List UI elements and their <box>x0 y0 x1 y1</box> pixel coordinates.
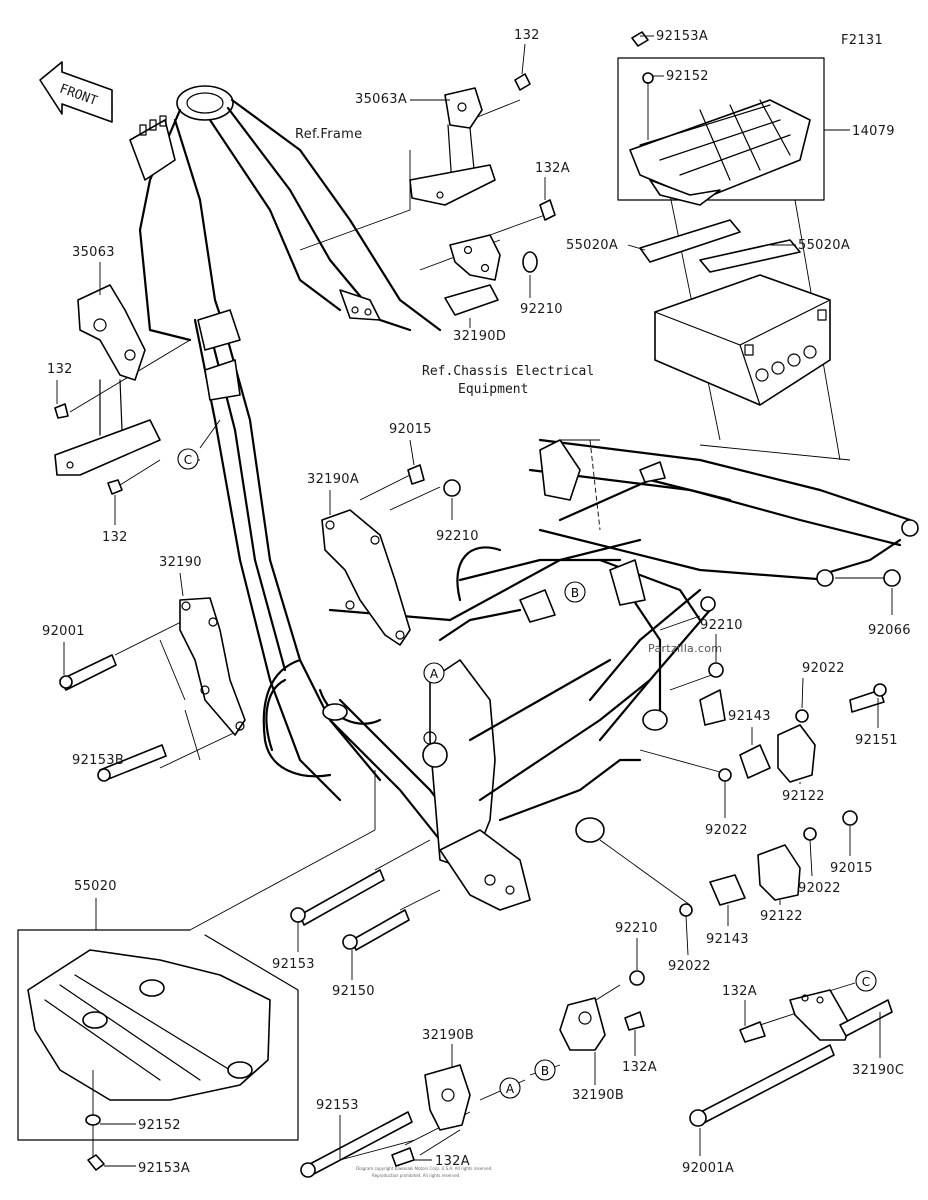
watermark: Partzilla.com <box>648 642 722 655</box>
callout-b-bot: B <box>541 1064 549 1078</box>
label-132A-mid: 132A <box>722 984 757 999</box>
label-leaders <box>56 35 893 1167</box>
label-92153-a: 92153 <box>272 957 315 972</box>
label-92153A-bot: 92153A <box>138 1161 190 1176</box>
part-labels: F2131 Ref.Frame Ref.Chassis Electrical E… <box>42 28 911 1178</box>
label-92122-b: 92122 <box>760 909 803 924</box>
callout-b-mid: B <box>571 586 579 600</box>
label-32190A: 32190A <box>307 472 359 487</box>
label-92153B: 92153B <box>72 753 124 768</box>
bracket-32190A <box>321 464 461 646</box>
bracket-32190C <box>789 989 893 1041</box>
bracket-35063 <box>54 284 161 495</box>
callouts: C B A C B A <box>177 448 877 1099</box>
label-92210-b: 92210 <box>436 529 479 544</box>
label-92122-a: 92122 <box>782 789 825 804</box>
skid-plate-group <box>17 929 299 1171</box>
callout-a-bot: A <box>506 1082 515 1096</box>
label-92151: 92151 <box>855 733 898 748</box>
label-92022-b: 92022 <box>705 823 748 838</box>
callout-a-mid: A <box>430 667 439 681</box>
label-92150: 92150 <box>332 984 375 999</box>
label-92015-a: 92015 <box>389 422 432 437</box>
label-92022-a: 92022 <box>802 661 845 676</box>
label-55020A-right: 55020A <box>798 238 850 253</box>
label-55020A-left: 55020A <box>566 238 618 253</box>
label-92015-b: 92015 <box>830 861 873 876</box>
label-132-left: 132 <box>47 362 73 377</box>
label-132A-top: 132A <box>535 161 570 176</box>
label-92152-top: 92152 <box>666 69 709 84</box>
battery <box>654 274 831 406</box>
bracket-32190B <box>424 997 606 1131</box>
diagram-code: F2131 <box>841 33 883 48</box>
label-92022-d: 92022 <box>668 959 711 974</box>
label-92066: 92066 <box>868 623 911 638</box>
label-32190B-bot: 32190B <box>572 1088 624 1103</box>
label-92001: 92001 <box>42 624 85 639</box>
label-55020: 55020 <box>74 879 117 894</box>
bracket-35063A <box>409 73 531 206</box>
bushings-right <box>679 569 901 917</box>
callout-c-right: C <box>862 975 870 989</box>
label-35063A: 35063A <box>355 92 407 107</box>
copyright-line2: Reproduction prohibited. All rights rese… <box>372 1173 461 1178</box>
label-132-top: 132 <box>514 28 540 43</box>
label-32190C: 32190C <box>852 1063 904 1078</box>
label-14079: 14079 <box>852 124 895 139</box>
label-92153A-top: 92153A <box>656 29 708 44</box>
label-92210-d: 92210 <box>615 921 658 936</box>
copyright-line1: Diagram copyright Kawasaki Motors Corp. … <box>356 1166 493 1171</box>
label-32190D: 32190D <box>453 329 506 344</box>
label-32190B-top: 32190B <box>422 1028 474 1043</box>
label-92001A: 92001A <box>682 1161 734 1176</box>
label-92143-a: 92143 <box>728 709 771 724</box>
bracket-32190D <box>444 199 556 316</box>
label-35063: 35063 <box>72 245 115 260</box>
label-92022-c: 92022 <box>798 881 841 896</box>
battery-tray-group <box>617 31 825 206</box>
label-92152-bot: 92152 <box>138 1118 181 1133</box>
label-92153-b: 92153 <box>316 1098 359 1113</box>
bracket-32190 <box>59 597 246 782</box>
ref-chassis-line1: Ref.Chassis Electrical <box>422 364 594 379</box>
battery-pads <box>639 219 801 273</box>
label-132A-low: 132A <box>622 1060 657 1075</box>
label-92143-b: 92143 <box>706 932 749 947</box>
callout-c-left: C <box>184 453 192 467</box>
label-92210-c: 92210 <box>700 618 743 633</box>
ref-chassis-line2: Equipment <box>458 382 528 397</box>
bolts-bottom <box>290 869 835 1178</box>
label-132A-bot: 132A <box>435 1154 470 1169</box>
label-32190: 32190 <box>159 555 202 570</box>
main-frame <box>129 85 919 911</box>
front-arrow: FRONT <box>39 61 113 123</box>
label-92210-a: 92210 <box>520 302 563 317</box>
label-132-bottom: 132 <box>102 530 128 545</box>
ref-frame-label: Ref.Frame <box>295 127 362 142</box>
